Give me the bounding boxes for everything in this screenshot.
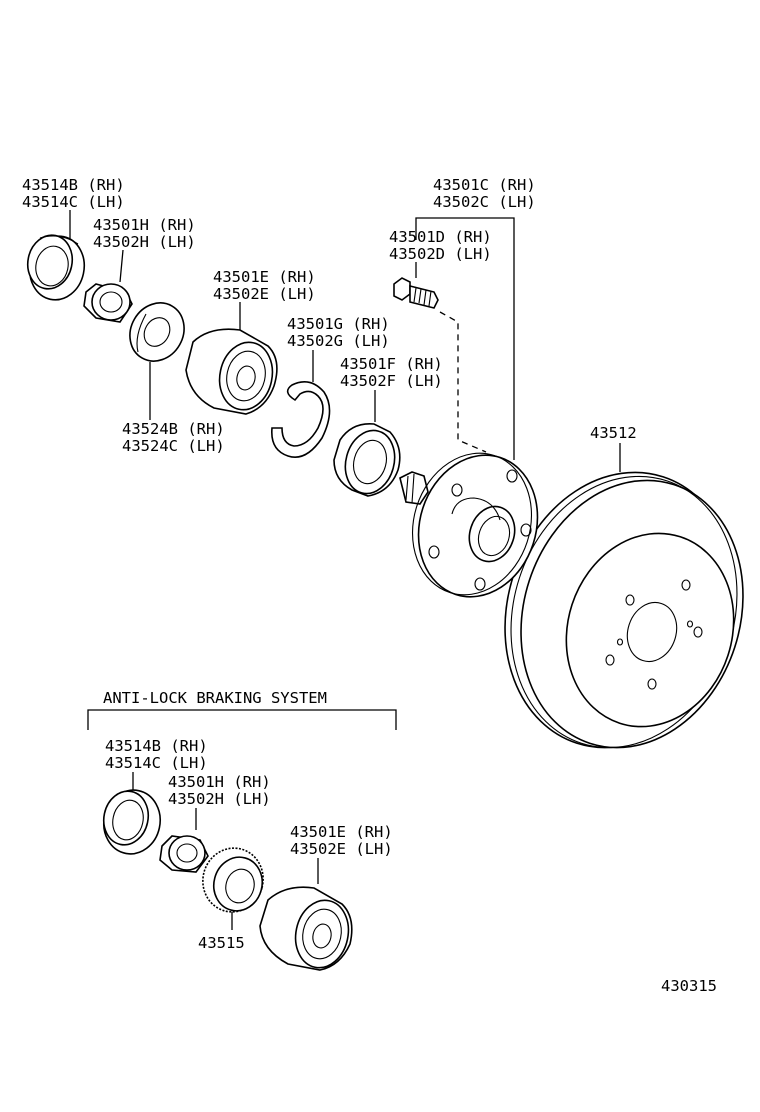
leader-43501c <box>415 217 515 460</box>
label-43501f-rh: 43501F (RH) <box>340 355 443 373</box>
abs-section-title: ANTI-LOCK BRAKING SYSTEM <box>103 689 327 707</box>
abs-label-43514-lh: 43514C (LH) <box>105 754 208 772</box>
abs-label-43514-rh: 43514B (RH) <box>105 737 208 755</box>
figure-number: 430315 <box>661 977 717 995</box>
brake-disc-43512 <box>504 471 744 749</box>
label-43512: 43512 <box>590 424 637 442</box>
abs-bearing-43501e <box>259 886 353 971</box>
snap-ring-43501g <box>271 380 331 458</box>
label-43501c-rh: 43501C (RH) <box>433 176 536 194</box>
abs-sensor-rotor-43515 <box>202 847 264 913</box>
bearing-race-43501h <box>83 283 133 323</box>
hub-bolt-43501d <box>393 277 439 309</box>
abs-label-43501e-lh: 43502E (LH) <box>290 840 393 858</box>
label-43501d-lh: 43502D (LH) <box>389 245 492 263</box>
label-43514-rh: 43514B (RH) <box>22 176 125 194</box>
label-43501h-rh: 43501H (RH) <box>93 216 196 234</box>
label-43501h-lh: 43502H (LH) <box>93 233 196 251</box>
label-43501g-rh: 43501G (RH) <box>287 315 390 333</box>
abs-label-43501h-rh: 43501H (RH) <box>168 773 271 791</box>
abs-section-bracket <box>87 709 397 730</box>
label-43501e-rh: 43501E (RH) <box>213 268 316 286</box>
label-43501d-rh: 43501D (RH) <box>389 228 492 246</box>
label-43501e-lh: 43502E (LH) <box>213 285 316 303</box>
abs-label-43515: 43515 <box>198 934 245 952</box>
label-43501f-lh: 43502F (LH) <box>340 372 443 390</box>
abs-label-43501e-rh: 43501E (RH) <box>290 823 393 841</box>
abs-bearing-race-43501h <box>159 835 209 873</box>
label-43524-lh: 43524C (LH) <box>122 437 225 455</box>
label-43514-lh: 43514C (LH) <box>22 193 125 211</box>
axle-hub-43501c <box>399 452 539 598</box>
abs-label-43501h-lh: 43502H (LH) <box>168 790 271 808</box>
label-43524-rh: 43524B (RH) <box>122 420 225 438</box>
leader-43501h <box>119 249 124 283</box>
label-43501g-lh: 43502G (LH) <box>287 332 390 350</box>
label-43501c-lh: 43502C (LH) <box>433 193 536 211</box>
leader-stud-to-hub <box>439 311 487 453</box>
oil-seal-43514 <box>26 234 86 301</box>
abs-oil-seal-43514 <box>102 789 161 855</box>
washer-43524 <box>129 302 185 362</box>
bearing-43501e <box>185 328 278 415</box>
bearing-race-43501f <box>333 423 401 497</box>
